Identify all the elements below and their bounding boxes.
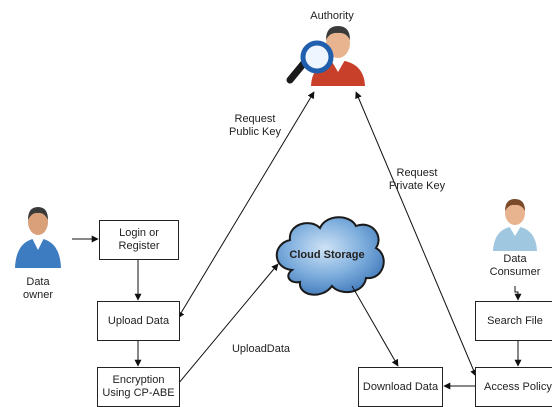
edge-consumer-to-search [514,286,522,301]
authority-icon [286,26,365,86]
edge-encryption-to-cloud [177,263,279,385]
encryption-box: Encryption Using CP-ABE [97,367,180,407]
authority-label: Authority [310,10,354,22]
request-private-key-label: Request Private Key [388,167,446,192]
search-file-box: Search File [475,301,552,341]
upload-data-box: Upload Data [97,301,180,341]
edges [72,91,522,390]
data-consumer-icon [493,199,537,251]
data-owner-label: Data owner [23,276,53,301]
request-public-key-label: Request Public Key [229,113,281,138]
upload-data-edge-label: UploadData [231,343,291,355]
login-register-box: Login or Register [99,220,179,260]
cloud-storage-label: Cloud Storage [289,249,365,261]
edge-authority-accesspolicy [355,91,477,377]
edge-cloud-to-download [351,285,399,367]
edge-authority-upload [177,91,315,319]
download-data-box: Download Data [358,367,443,407]
data-owner-icon [15,207,61,268]
access-policy-box: Access Policy [475,367,552,407]
data-consumer-label: Data Consumer [489,253,541,278]
